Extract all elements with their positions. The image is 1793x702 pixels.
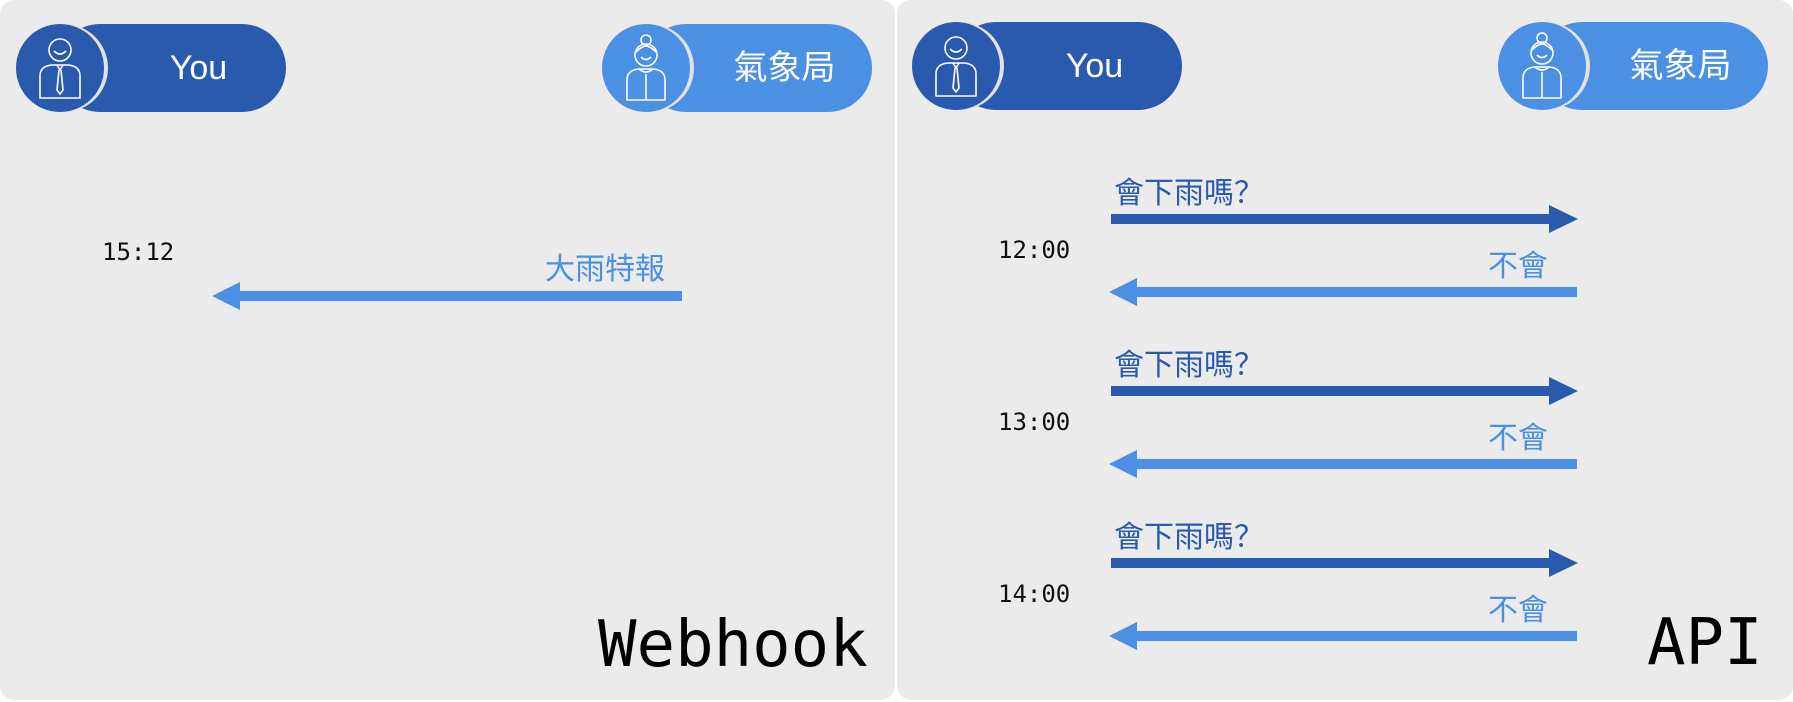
response-message: 不會 [1488,593,1548,628]
avatar [912,22,1000,110]
response-message: 不會 [1488,421,1548,456]
actor-label: You [1065,47,1124,85]
actor-label: 氣象局 [1629,47,1732,85]
arrow-left-icon [1109,278,1577,306]
avatar [602,24,690,112]
request-message: 會下雨嗎？ [1114,176,1264,211]
arrow-right-icon [1111,377,1578,405]
avatar [1498,22,1586,110]
actor-you: You [16,24,286,112]
woman-icon [1522,32,1562,99]
request-message: 會下雨嗎？ [1114,348,1264,383]
panel-title: API [1647,606,1763,680]
avatar [16,24,104,112]
arrow-left-icon [212,282,682,310]
round-time: 13:00 [998,408,1071,436]
arrow-right-icon [1111,549,1578,577]
round-time: 12:00 [998,236,1071,264]
arrow-right-icon [1111,205,1578,233]
response-message: 不會 [1488,249,1548,284]
round-time: 14:00 [998,580,1071,608]
webhook-panel: You 氣象局 15:12 大雨特報 Webhook [0,0,895,700]
actor-label: You [169,49,228,87]
panel-title: Webhook [598,608,868,682]
api-panel: You 氣象局 會下雨嗎？ 12:00 不會 會下雨嗎？ 13:00 不會 [897,0,1793,700]
request-message: 會下雨嗎？ [1114,520,1264,555]
actor-bureau: 氣象局 [602,24,872,112]
event-time: 15:12 [102,238,175,266]
arrow-left-icon [1109,622,1577,650]
arrow-left-icon [1109,450,1577,478]
event-message: 大雨特報 [545,252,665,287]
woman-icon [626,34,666,101]
actor-label: 氣象局 [733,49,836,87]
man-icon [39,38,81,99]
actor-you: You [912,22,1182,110]
man-icon [935,36,977,97]
actor-bureau: 氣象局 [1498,22,1768,110]
